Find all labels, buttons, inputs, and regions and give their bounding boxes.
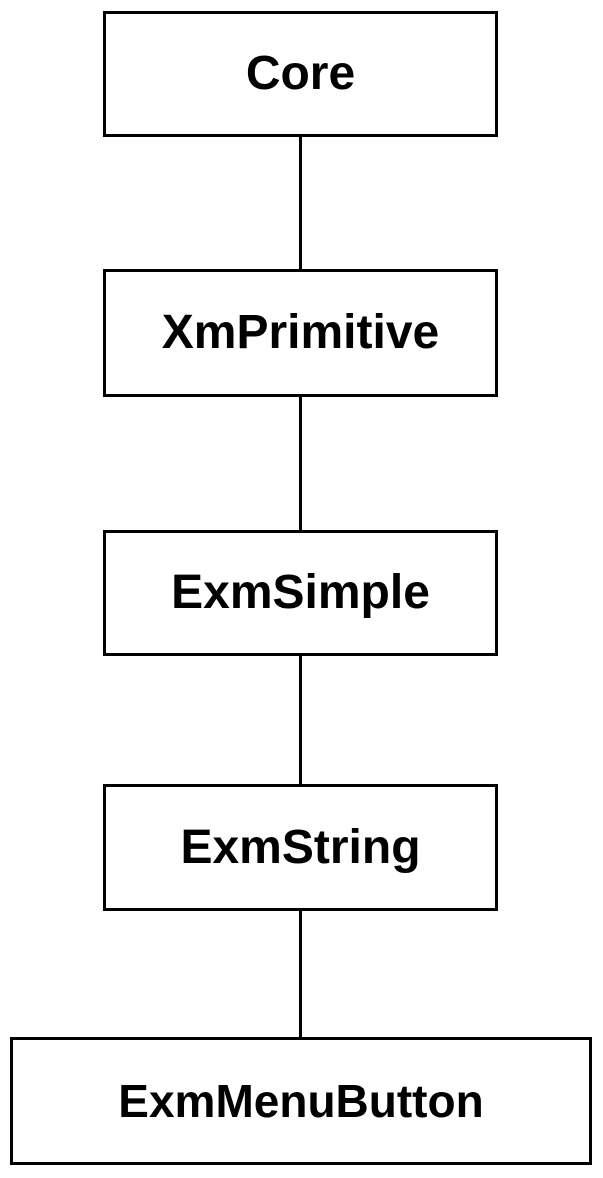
inheritance-connector-line <box>299 911 302 1037</box>
class-box-core: Core <box>103 11 498 137</box>
class-box-exmmenubutton: ExmMenuButton <box>10 1037 592 1165</box>
inheritance-connector-line <box>299 656 302 784</box>
class-label-exmstring: ExmString <box>180 820 421 874</box>
class-label-xmprimitive: XmPrimitive <box>161 306 440 359</box>
inheritance-connector-line <box>299 397 302 530</box>
inheritance-connector-line <box>299 137 302 269</box>
class-box-exmsimple: ExmSimple <box>103 530 498 656</box>
class-label-core: Core <box>245 47 356 100</box>
class-label-exmsimple: ExmSimple <box>171 566 430 619</box>
class-box-exmstring: ExmString <box>103 784 498 911</box>
class-label-exmmenubutton: ExmMenuButton <box>118 1075 484 1127</box>
class-box-xmprimitive: XmPrimitive <box>103 269 498 397</box>
